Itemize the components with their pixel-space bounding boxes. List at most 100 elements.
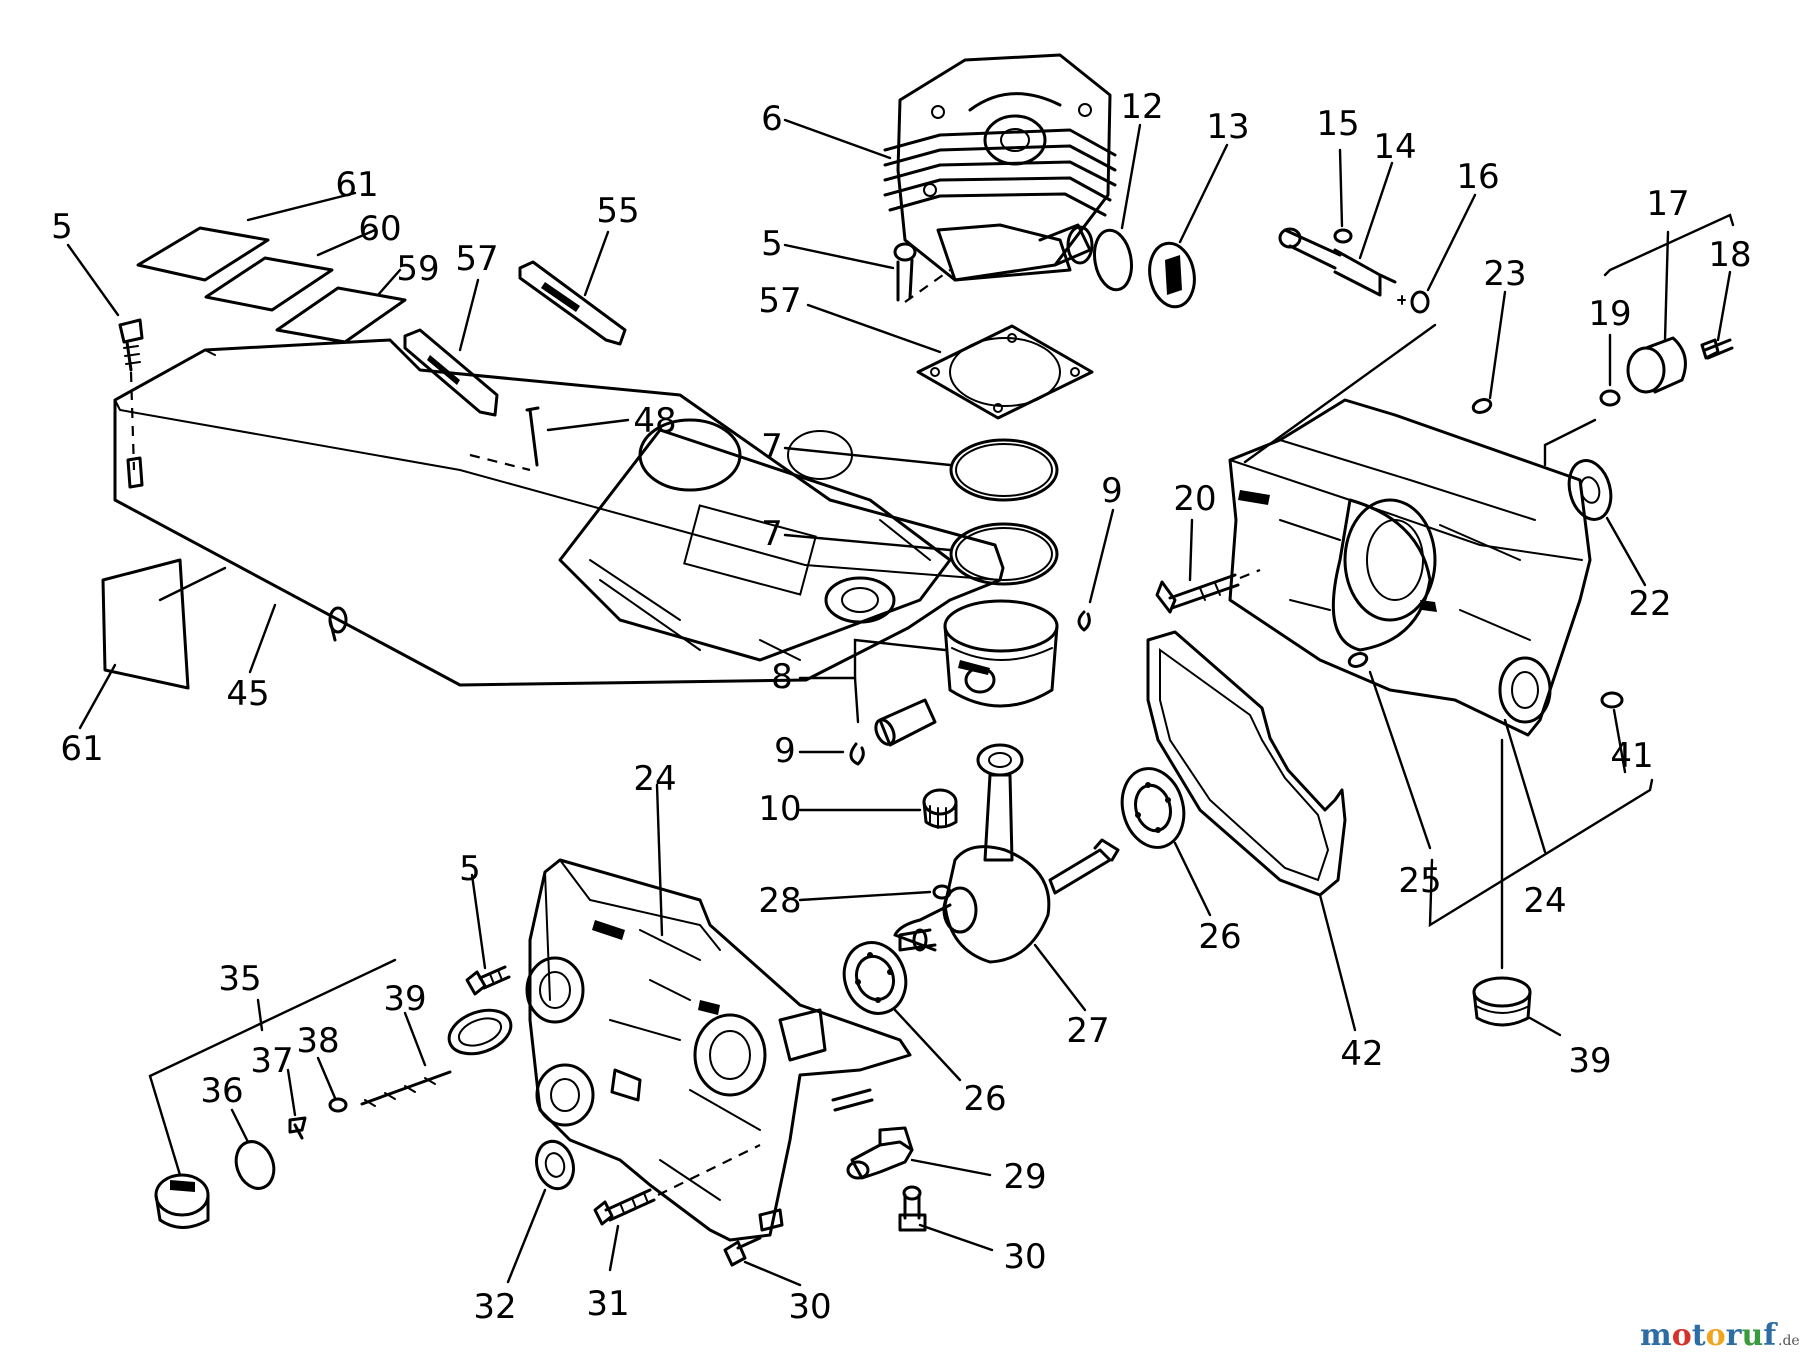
callout-17: 17 xyxy=(1646,184,1689,224)
mount-41 xyxy=(1472,976,1532,1027)
piston-ring-7b xyxy=(949,522,1059,586)
svg-text:motoruf: motoruf xyxy=(1640,1318,1778,1353)
wm-letter-t: t xyxy=(1692,1318,1706,1353)
wm-letter-u: u xyxy=(1741,1318,1763,1353)
callout-26-lower: 26 xyxy=(963,1079,1006,1119)
sticker-60 xyxy=(136,226,270,282)
sticker-59 xyxy=(204,256,334,312)
o-ring-12 xyxy=(1093,228,1133,292)
decompression-valve-13 xyxy=(1148,241,1196,309)
callout-19: 19 xyxy=(1588,294,1631,334)
callout-13: 13 xyxy=(1206,107,1249,147)
seal-32 xyxy=(535,1139,575,1191)
callout-5-cover: 5 xyxy=(51,207,73,247)
callout-46: 48 xyxy=(633,401,676,441)
callout-30-left: 30 xyxy=(788,1287,831,1327)
callout-48: 57 xyxy=(455,239,498,279)
pin-28 xyxy=(932,884,952,900)
callout-5-cylinder: 5 xyxy=(761,224,783,264)
callout-23: 23 xyxy=(1483,254,1526,294)
circlip-9-upper xyxy=(1077,610,1091,632)
gasket-57 xyxy=(916,324,1094,420)
bushing-17 xyxy=(1626,336,1687,394)
piston-pin xyxy=(874,698,937,747)
screw-5-cylinder xyxy=(893,242,951,303)
callout-31: 31 xyxy=(586,1284,629,1324)
pin-23 xyxy=(1471,398,1493,414)
callout-12: 12 xyxy=(1120,87,1163,127)
callout-58: 59 xyxy=(396,249,439,289)
screw-30-left xyxy=(723,1236,762,1267)
callout-24-left: 24 xyxy=(633,759,676,799)
callout-22: 22 xyxy=(1628,584,1671,624)
screw-30-right xyxy=(898,1185,927,1232)
circlip-9-lower xyxy=(849,742,865,766)
washer-19 xyxy=(1599,389,1621,407)
bearing-26-upper xyxy=(1120,767,1186,849)
callout-36: 36 xyxy=(200,1071,243,1111)
needle-bearing-10 xyxy=(922,788,958,829)
o-ring-36 xyxy=(234,1140,276,1190)
pin-46 xyxy=(469,406,540,472)
crankcase-left-half xyxy=(525,858,912,1242)
wm-letter-o2: o xyxy=(1706,1318,1726,1353)
callout-16: 16 xyxy=(1456,157,1499,197)
washer-15 xyxy=(1333,228,1353,244)
washer-55 xyxy=(1600,691,1624,709)
callout-5-lower: 5 xyxy=(459,849,481,889)
callout-41: 39 xyxy=(1568,1041,1611,1081)
callout-29: 29 xyxy=(1003,1157,1046,1197)
sticker-58 xyxy=(275,286,407,344)
callout-24-right: 24 xyxy=(1523,881,1566,921)
callout-57: 57 xyxy=(758,281,801,321)
chain-guide-48 xyxy=(403,328,499,417)
watermark-suffix: .de xyxy=(1778,1333,1800,1349)
oil-pickup-39 xyxy=(360,1008,513,1107)
callout-20: 20 xyxy=(1173,479,1216,519)
callout-9-lower: 9 xyxy=(774,731,796,771)
leader-lines xyxy=(66,118,1735,1287)
callout-61: 61 xyxy=(60,729,103,769)
pump-29 xyxy=(846,1126,914,1180)
callout-47: 55 xyxy=(596,191,639,231)
crankcase-gasket-42 xyxy=(1146,630,1347,897)
callout-15: 15 xyxy=(1316,104,1359,144)
screw-5-lower xyxy=(465,965,511,996)
callout-7-bottom: 7 xyxy=(761,514,783,554)
callout-8: 8 xyxy=(771,657,793,697)
screw-31 xyxy=(593,1144,761,1226)
wm-letter-r: r xyxy=(1726,1318,1743,1353)
callout-labels: 61 60 59 57 55 48 5 45 61 6 5 57 12 13 7… xyxy=(51,87,1751,1327)
oil-pump-14 xyxy=(1278,227,1397,297)
crankcase-right-half xyxy=(1228,398,1592,737)
callout-42: 42 xyxy=(1340,1034,1383,1074)
callout-7-top: 7 xyxy=(761,427,783,467)
callout-27: 27 xyxy=(1066,1011,1109,1051)
oil-cap-36 xyxy=(154,1173,210,1229)
callout-28: 28 xyxy=(758,881,801,921)
washer-38 xyxy=(328,1097,348,1113)
callout-39: 39 xyxy=(383,979,426,1019)
wm-letter-f: f xyxy=(1763,1318,1778,1353)
watermark-logo: motoruf .de xyxy=(1640,1318,1800,1353)
callout-59: 60 xyxy=(358,209,401,249)
crankshaft-27 xyxy=(893,743,1120,964)
callout-35: 35 xyxy=(218,959,261,999)
top-cover-part xyxy=(113,338,1005,687)
piston-ring-7a xyxy=(949,438,1059,502)
callout-32: 32 xyxy=(473,1287,516,1327)
piston-8 xyxy=(943,599,1059,708)
cylinder-part xyxy=(883,53,1117,282)
wm-letter-o1: o xyxy=(1672,1318,1692,1353)
callout-18: 18 xyxy=(1708,235,1751,275)
screw-37 xyxy=(288,1116,307,1140)
callout-60: 61 xyxy=(335,165,378,205)
callout-10: 10 xyxy=(758,789,801,829)
seal-22 xyxy=(1567,459,1613,521)
callout-30-right: 30 xyxy=(1003,1237,1046,1277)
dowel-25 xyxy=(1347,652,1369,668)
screw-18 xyxy=(1700,338,1734,360)
sticker-61 xyxy=(101,558,190,690)
callout-25: 25 xyxy=(1398,861,1441,901)
